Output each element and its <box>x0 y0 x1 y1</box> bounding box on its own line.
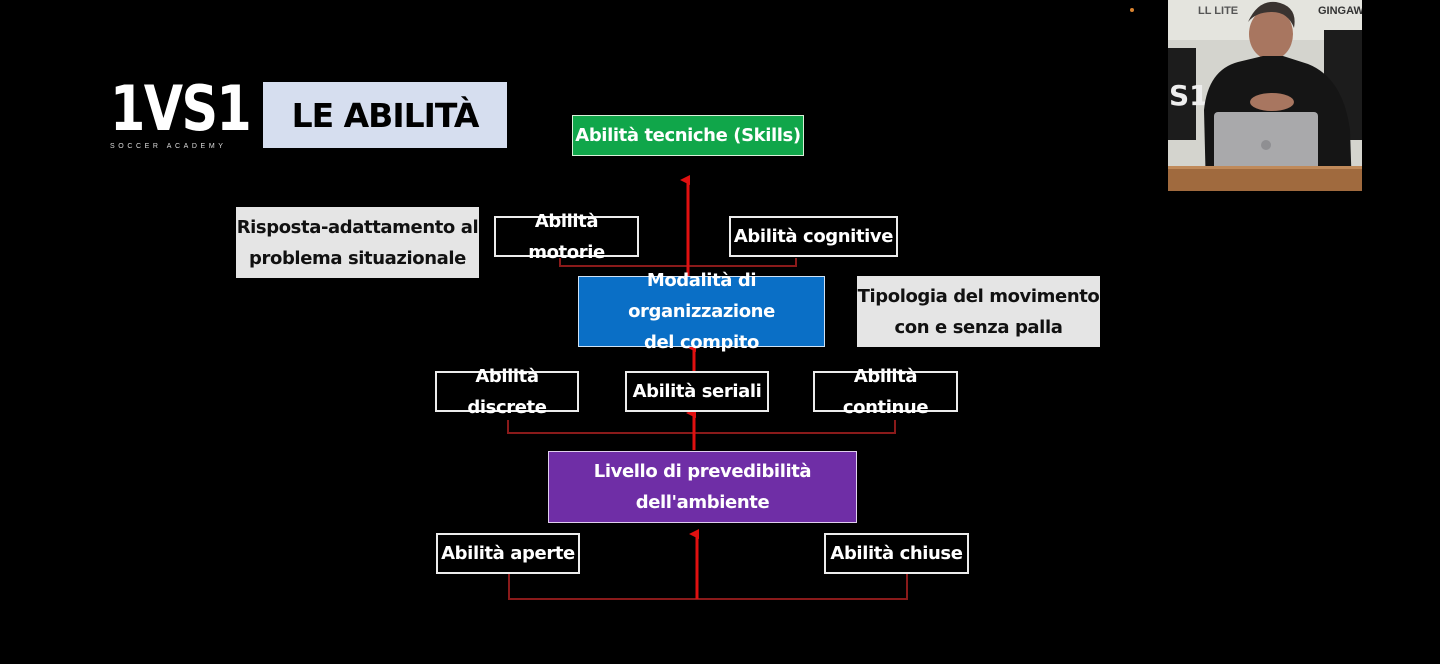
presenter-webcam: LL LITE GINGAW S1 <box>1168 0 1362 191</box>
bracket-middle <box>507 420 896 434</box>
box-tipologia-movimento: Tipologia del movimento con e senza pall… <box>857 276 1100 347</box>
webcam-bg-text-right: GINGAW <box>1318 5 1362 17</box>
box-abilita-motorie: Abilità motorie <box>494 211 639 263</box>
box-risposta-line1: Risposta-adattamento al <box>236 216 479 238</box>
box-tipologia-line1: Tipologia del movimento <box>857 285 1100 307</box>
box-modalita-line2: del compito <box>644 332 759 353</box>
box-abilita-discrete: Abilità discrete <box>435 366 579 418</box>
recording-indicator-dot <box>1130 8 1134 12</box>
box-abilita-aperte: Abilità aperte <box>436 533 580 574</box>
bracket-top <box>559 258 797 267</box>
soccer-academy-logo: 1VS1 SOCCER ACADEMY <box>110 72 252 158</box>
bracket-bottom <box>508 573 908 600</box>
box-livello-prevedibilita: Livello di prevedibilità dell'ambiente <box>548 451 857 523</box>
box-abilita-tecniche: Abilità tecniche (Skills) <box>572 115 804 156</box>
box-modalita-line1: Modalità di organizzazione <box>628 270 775 322</box>
presenter-video-frame: LL LITE GINGAW S1 <box>1168 0 1362 191</box>
box-livello-line2: dell'ambiente <box>635 492 770 513</box>
box-abilita-cognitive: Abilità cognitive <box>729 216 898 257</box>
box-livello-line1: Livello di prevedibilità <box>593 461 812 482</box>
box-modalita-organizzazione: Modalità di organizzazione del compito <box>578 270 825 353</box>
logo-subtitle: SOCCER ACADEMY <box>110 143 227 150</box>
box-abilita-seriali: Abilità seriali <box>625 371 769 412</box>
box-abilita-continue: Abilità continue <box>813 366 958 418</box>
webcam-banner-text: S1 <box>1169 79 1209 112</box>
logo-wordmark: 1VS1 <box>110 72 252 145</box>
slide-title: LE ABILITÀ <box>263 82 507 148</box>
box-tipologia-line2: con e senza palla <box>894 316 1063 338</box>
box-risposta-line2: problema situazionale <box>249 247 466 269</box>
webcam-bg-text-left: LL LITE <box>1198 5 1238 17</box>
box-abilita-chiuse: Abilità chiuse <box>824 533 969 574</box>
box-risposta-adattamento: Risposta-adattamento al problema situazi… <box>236 207 479 278</box>
